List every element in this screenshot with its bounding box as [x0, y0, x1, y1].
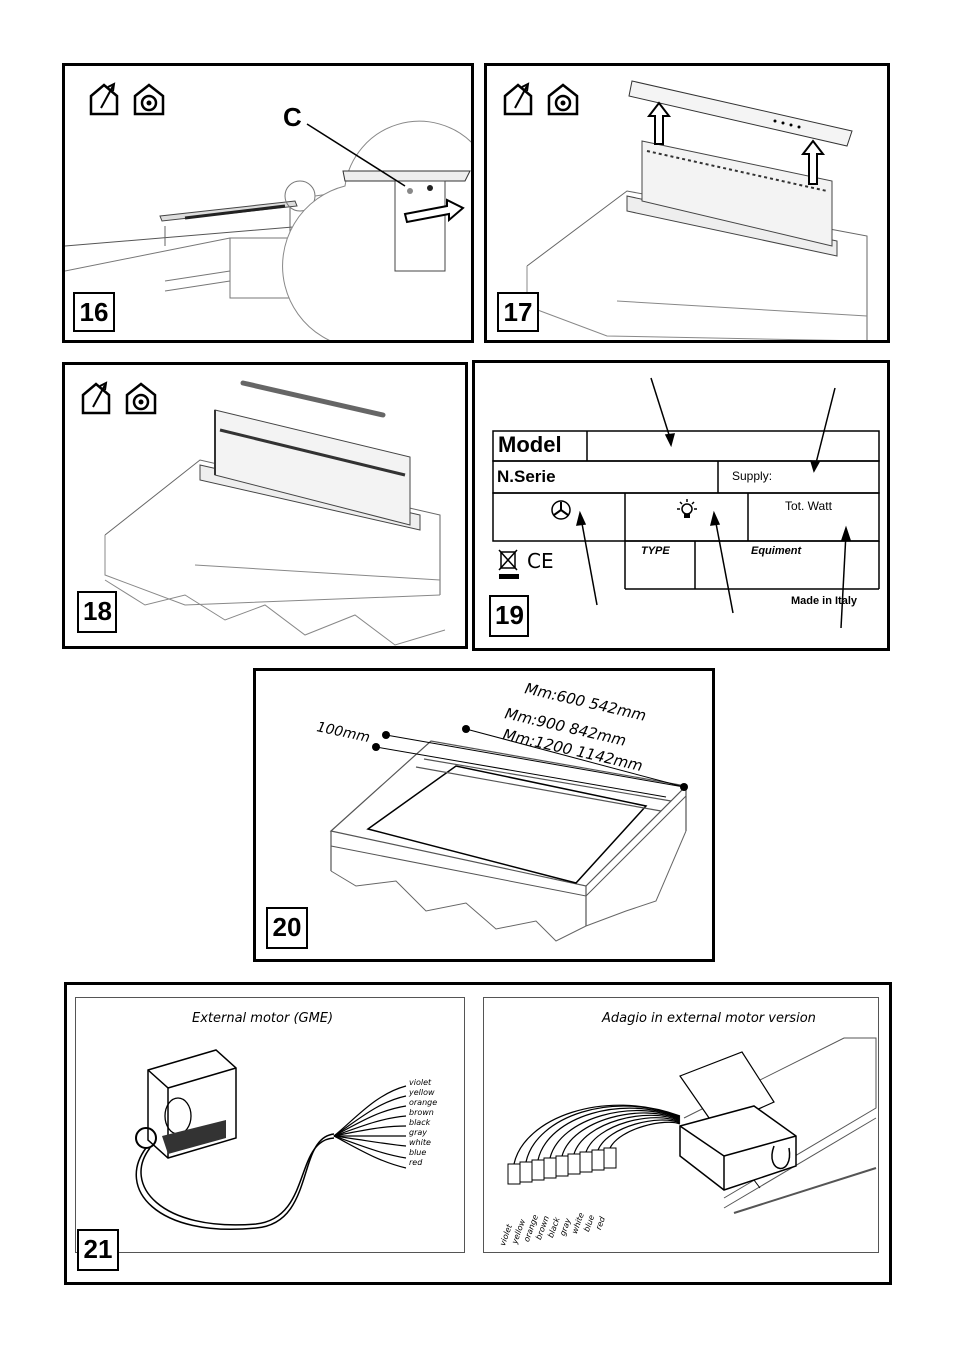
figure-17-number: 17 [497, 292, 539, 332]
wire-label-orange: orange [409, 1098, 438, 1107]
fan-icon [551, 500, 571, 520]
figure-16-number: 16 [73, 292, 115, 332]
wire-label-violet: violet [409, 1078, 432, 1087]
label-equipment: Equiment [751, 545, 802, 557]
label-made-in-italy: Made in Italy [791, 595, 858, 607]
figure-16-drawing: C [65, 82, 471, 340]
figure-19-panel: Model N.Serie Supply: Tot. Watt TYPE Equ… [472, 360, 890, 651]
terminal-block-strip [507, 1147, 617, 1185]
figure-16-panel: C 16 [62, 63, 474, 343]
house-recirculation-icon [125, 382, 157, 415]
wire-label-black: black [409, 1118, 431, 1127]
figure-20-drawing: 100mm Mm:600 542mm Mm:900 842mm Mm:1200 … [315, 679, 688, 942]
dim-100mm-label: 100mm [315, 719, 371, 746]
label-tot-watt: Tot. Watt [785, 499, 832, 513]
house-vent-out-icon [81, 381, 111, 415]
rating-plate-drawing [492, 377, 880, 629]
figure-20-number: 20 [266, 907, 308, 949]
wire-label-brown: brown [409, 1108, 434, 1117]
adagio-external-motor-drawing: Adagio in external motor version [507, 1011, 877, 1214]
light-bulb-icon [677, 499, 697, 518]
figure-21-number: 21 [77, 1229, 119, 1271]
label-serie: N.Serie [497, 467, 556, 486]
label-model: Model [498, 432, 562, 457]
label-supply: Supply: [732, 469, 773, 483]
wire-label-white: white [409, 1138, 431, 1147]
house-recirculation-icon [547, 83, 579, 116]
label-ce-mark: CE [527, 549, 554, 573]
figure-19-number: 19 [489, 595, 529, 637]
figure-18-number: 18 [77, 591, 117, 633]
figure-18-panel: 18 [62, 362, 468, 649]
house-vent-out-icon [89, 82, 119, 116]
wire-label-yellow: yellow [409, 1088, 435, 1097]
weee-bin-icon [498, 549, 519, 579]
figure-20-panel: 100mm Mm:600 542mm Mm:900 842mm Mm:1200 … [253, 668, 715, 962]
adagio-external-title: Adagio in external motor version [601, 1011, 816, 1026]
external-motor-title: External motor (GME) [192, 1011, 333, 1026]
figure-21-left-subpanel: External motor (GME) viole [75, 997, 465, 1253]
wire-label-gray: gray [409, 1128, 428, 1137]
external-motor-drawing: External motor (GME) [135, 1011, 407, 1230]
figure-21-panel: External motor (GME) viole [64, 982, 892, 1285]
house-recirculation-icon [133, 83, 165, 116]
figure-17-panel: 17 [484, 63, 890, 343]
wire-label-red: red [409, 1158, 423, 1167]
figure-18-drawing [81, 380, 446, 646]
wire-label-blue: blue [409, 1148, 427, 1157]
house-vent-out-icon [503, 82, 533, 116]
figure-21-right-subpanel: Adagio in external motor version [483, 997, 879, 1253]
figure-17-drawing [503, 80, 868, 340]
label-type: TYPE [641, 545, 670, 557]
callout-c-label: C [283, 102, 302, 132]
